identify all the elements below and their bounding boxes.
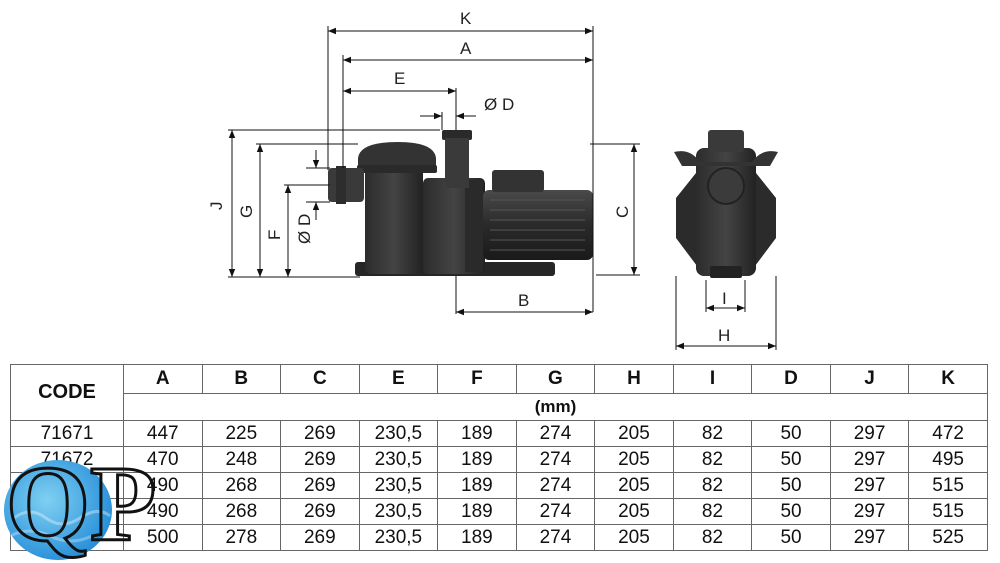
value-cell: 268 [201, 498, 282, 525]
value-cell: 297 [829, 498, 910, 525]
value-cell: 269 [280, 420, 360, 447]
value-cell: 230,5 [358, 472, 439, 499]
value-cell: 50 [751, 472, 831, 499]
column-header: A [123, 364, 203, 394]
value-cell: 82 [672, 472, 753, 499]
value-cell: 82 [672, 498, 753, 525]
value-cell: 500 [123, 524, 203, 551]
dim-label-i: I [722, 289, 727, 308]
column-header: D [751, 364, 831, 394]
value-cell: 50 [751, 446, 831, 473]
value-cell: 269 [280, 498, 360, 525]
value-cell: 205 [594, 498, 674, 525]
code-cell: 71671 [10, 420, 124, 447]
value-cell: 268 [201, 472, 282, 499]
value-cell: 82 [672, 420, 753, 447]
column-header: H [594, 364, 674, 394]
value-cell: 205 [594, 446, 674, 473]
value-cell: 230,5 [358, 420, 439, 447]
value-cell: 269 [280, 446, 360, 473]
column-header: F [437, 364, 517, 394]
dim-label-a: A [460, 39, 472, 58]
pump-side-view [328, 130, 593, 276]
dim-label-k: K [460, 9, 472, 28]
value-cell: 274 [515, 472, 596, 499]
table-header-row: CODE A B C E F G H I D J K [10, 364, 988, 421]
value-cell: 274 [515, 524, 596, 551]
dim-label-j: J [207, 202, 226, 211]
value-cell: 515 [908, 472, 988, 499]
value-cell: 447 [123, 420, 203, 447]
value-cell: 515 [908, 498, 988, 525]
value-cell: 470 [123, 446, 203, 473]
value-cell: 50 [751, 524, 831, 551]
value-cell: 230,5 [358, 498, 439, 525]
value-cell: 274 [515, 498, 596, 525]
value-cell: 189 [437, 472, 517, 499]
value-cell: 230,5 [358, 524, 439, 551]
unit-row: (mm) [11, 393, 988, 421]
column-header: B [201, 364, 282, 394]
value-cell: 189 [437, 446, 517, 473]
value-cell: 225 [201, 420, 282, 447]
dim-label-h: H [718, 326, 730, 345]
dim-label-b: B [518, 291, 529, 310]
pump-technical-drawing: K A E Ø D J G F Ø D C B I H [207, 9, 778, 350]
qp-logo: QP [4, 448, 157, 563]
value-cell: 297 [829, 446, 910, 473]
column-header: G [515, 364, 596, 394]
value-cell: 205 [594, 472, 674, 499]
value-cell: 269 [280, 472, 360, 499]
value-cell: 248 [201, 446, 282, 473]
value-cell: 189 [437, 524, 517, 551]
dimension-lines [228, 26, 777, 350]
value-cell: 274 [515, 446, 596, 473]
value-cell: 205 [594, 420, 674, 447]
value-cell: 50 [751, 498, 831, 525]
dim-label-g: G [237, 205, 256, 218]
value-cell: 472 [908, 420, 988, 447]
value-cell: 205 [594, 524, 674, 551]
value-cell: 82 [672, 446, 753, 473]
value-cell: 274 [515, 420, 596, 447]
value-cell: 230,5 [358, 446, 439, 473]
dim-label-e: E [394, 69, 405, 88]
value-cell: 495 [908, 446, 988, 473]
dim-label-d-top: Ø D [484, 95, 514, 114]
dim-label-c: C [613, 206, 632, 218]
code-header: CODE [10, 364, 124, 421]
logo-text: QP [6, 448, 156, 563]
column-header: E [358, 364, 439, 394]
value-cell: 525 [908, 524, 988, 551]
dim-label-d-side: Ø D [295, 214, 314, 244]
column-header: I [672, 364, 753, 394]
value-cell: 50 [751, 420, 831, 447]
value-cell: 269 [280, 524, 360, 551]
water-circle [4, 460, 112, 560]
dim-label-f: F [265, 230, 284, 240]
column-header: K [908, 364, 988, 394]
column-header: C [280, 364, 360, 394]
value-cell: 278 [201, 524, 282, 551]
unit-label: (mm) [123, 393, 988, 421]
value-cell: 297 [829, 472, 910, 499]
value-cell: 297 [829, 420, 910, 447]
value-cell: 82 [672, 524, 753, 551]
value-cell: 189 [437, 420, 517, 447]
pump-front-view [674, 130, 778, 278]
value-cell: 297 [829, 524, 910, 551]
column-header: J [829, 364, 910, 394]
value-cell: 189 [437, 498, 517, 525]
